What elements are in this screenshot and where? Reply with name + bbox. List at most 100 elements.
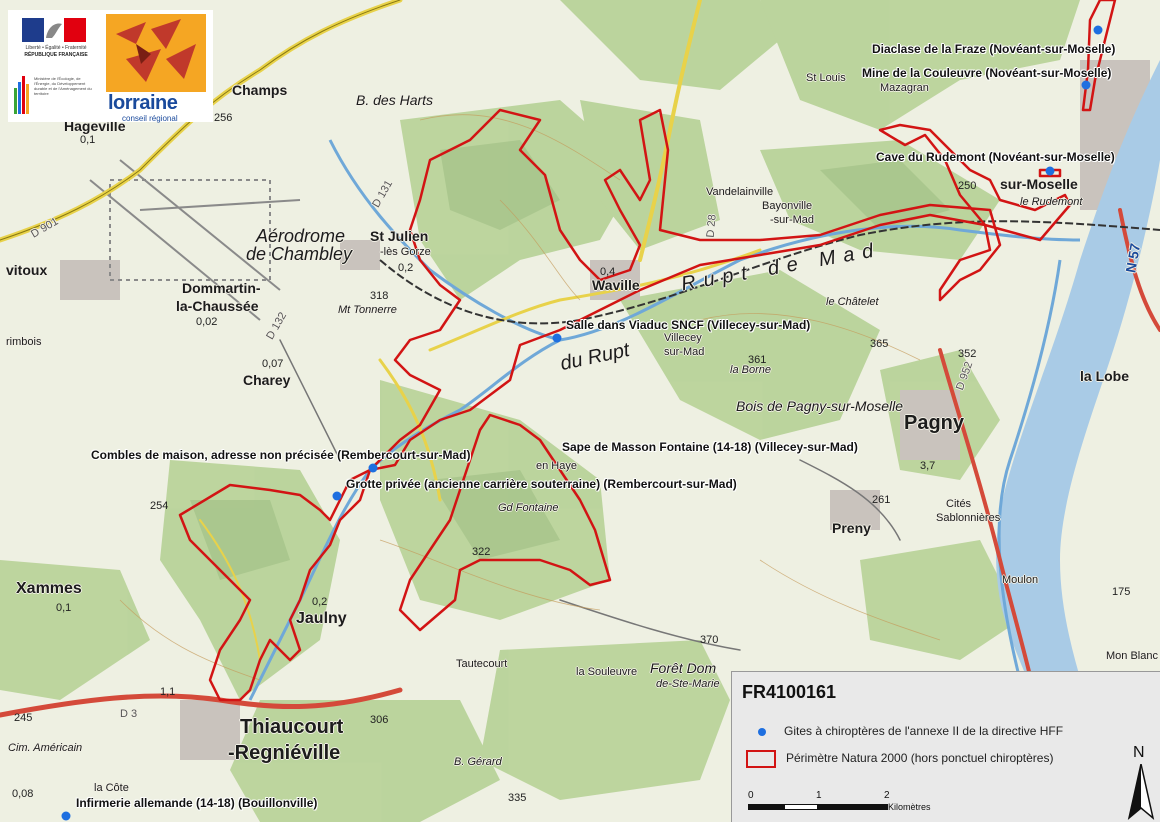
town-preny: Preny	[832, 520, 871, 536]
rf-motto: Liberté • Égalité • Fraternité	[25, 45, 87, 51]
legend-title: FR4100161	[742, 682, 837, 702]
site-label-grotte-privee: Grotte privée (ancienne carrière souterr…	[346, 477, 737, 491]
town-waville: Waville	[592, 277, 640, 293]
site-label-salle-viaduc: Salle dans Viaduc SNCF (Villecey-sur-Mad…	[566, 318, 811, 332]
town-st-julien: St Julien	[370, 228, 429, 244]
scale-segment	[818, 804, 888, 810]
town-villecey: Villecey	[664, 332, 702, 344]
lorraine-emblem-icon	[106, 14, 206, 92]
ministere-logo: Ministère de l'Écologie, de l'Énergie, d…	[14, 72, 94, 118]
spot-number: 256	[214, 112, 233, 124]
town-sur-moselle: sur-Moselle	[1000, 176, 1078, 192]
road-label: D 3	[120, 708, 138, 720]
spot-number: 0,4	[600, 266, 616, 278]
spot-number: 335	[508, 792, 527, 804]
town-la-souleuvre: la Souleuvre	[576, 666, 638, 678]
label-foret-dom: Forêt Dom	[650, 660, 717, 676]
label-en-haye: en Haye	[536, 460, 577, 472]
town-thiaucourt: Thiaucourt	[240, 716, 344, 738]
label-cim-americain: Cim. Américain	[8, 742, 83, 754]
ministere-text: Ministère de l'Écologie, de l'Énergie, d…	[34, 76, 92, 96]
spot-number: 245	[14, 712, 33, 724]
ministere-bars-icon	[14, 76, 29, 114]
site-label-sape-masson: Sape de Masson Fontaine (14-18) (Villece…	[562, 440, 858, 454]
spot-number: 352	[958, 348, 977, 360]
town-cites: Cités	[946, 498, 972, 510]
town-champs: Champs	[232, 82, 288, 98]
site-marker[interactable]	[1045, 166, 1055, 176]
town-la-chaussee: la-Chaussée	[176, 298, 259, 314]
site-marker[interactable]	[1081, 80, 1091, 90]
town-vitoux: vitoux	[6, 262, 48, 278]
site-marker[interactable]	[552, 333, 562, 343]
town-jaulny: Jaulny	[296, 610, 347, 627]
town-bayonville: Bayonville	[762, 200, 813, 212]
label-b-gerard: B. Gérard	[454, 756, 502, 768]
town-dommartin: Dommartin-	[182, 280, 261, 296]
town-regnieville: -Regniéville	[228, 742, 341, 764]
town-la-lobe: la Lobe	[1080, 368, 1130, 384]
scale-unit: Kilomètres	[888, 802, 931, 812]
label-mt-tonnerre: Mt Tonnerre	[338, 304, 397, 316]
site-label-infirmerie: Infirmerie allemande (14-18) (Bouillonvi…	[76, 796, 318, 810]
site-label-mine-couleuvre: Mine de la Couleuvre (Novéant-sur-Mosell…	[862, 66, 1112, 80]
site-marker[interactable]	[368, 463, 378, 473]
site-marker[interactable]	[332, 491, 342, 501]
scale-segment	[748, 804, 784, 810]
legend-item-perimeter: Périmètre Natura 2000 (hors ponctuel chi…	[746, 750, 1053, 768]
spot-number: 365	[870, 338, 889, 350]
scale-segment	[784, 804, 818, 810]
spot-number: 0,08	[12, 788, 34, 800]
legend-dot-icon	[758, 727, 766, 736]
spot-number: 361	[748, 354, 767, 366]
label-le-rudemont: le Rudemont	[1020, 196, 1083, 208]
spot-number: 322	[472, 546, 491, 558]
road-label: D 28	[704, 213, 719, 239]
scale-bar: 0 1 2 Kilomètres	[748, 790, 948, 820]
town-de-chambley: de Chambley	[246, 244, 353, 264]
spot-number: 0,1	[56, 602, 72, 614]
town-bayonville-sur-mad: -sur-Mad	[770, 214, 815, 226]
label-de-ste-marie: de-Ste-Marie	[656, 678, 720, 690]
north-arrow-icon	[1127, 764, 1155, 820]
legend-item-sites: Gites à chiroptères de l'annexe II de la…	[746, 724, 1063, 738]
spot-number: 318	[370, 290, 389, 302]
label-chatelet: le Châtelet	[826, 296, 879, 308]
natura-perimeter	[178, 0, 1117, 702]
spot-number: 175	[1112, 586, 1131, 598]
north-label: N	[1133, 744, 1145, 761]
town-sablonnieres: Sablonnières	[936, 512, 1001, 524]
town-moulon: Moulon	[1002, 574, 1039, 586]
spot-number: 306	[370, 714, 389, 726]
scale-tick: 2	[884, 790, 890, 801]
site-label-cave-rudemont: Cave du Rudemont (Novéant-sur-Moselle)	[876, 150, 1115, 164]
spot-number: 250	[958, 180, 977, 192]
site-marker[interactable]	[1093, 25, 1103, 35]
spot-number: 0,2	[312, 596, 328, 608]
spot-number: 0,2	[398, 262, 414, 274]
lorraine-sub: conseil régional	[122, 114, 178, 123]
site-label-diaclase-fraze: Diaclase de la Fraze (Novéant-sur-Mosell…	[872, 42, 1116, 56]
town-st-louis: St Louis	[806, 72, 846, 84]
rf-name: RÉPUBLIQUE FRANÇAISE	[24, 52, 88, 58]
spot-number: 254	[150, 500, 169, 512]
spot-number: 370	[700, 634, 719, 646]
label-la-cote: la Côte	[94, 782, 129, 794]
scale-tick: 1	[816, 790, 822, 801]
town-les-gorze: -lès Gorze	[380, 246, 431, 258]
site-marker[interactable]	[61, 811, 71, 821]
label-gd-fontaine: Gd Fontaine	[498, 502, 559, 514]
town-villecey-sur-mad: sur-Mad	[664, 346, 705, 358]
town-rimbois: rimbois	[6, 336, 42, 348]
north-arrow: N	[1127, 744, 1155, 822]
spot-number: 3,7	[920, 460, 936, 472]
town-xammes: Xammes	[16, 580, 82, 597]
spot-number: 0,02	[196, 316, 218, 328]
town-vandelainville: Vandelainville	[706, 186, 774, 198]
town-aerodrome: Aérodrome	[256, 226, 346, 246]
town-mazagran: Mazagran	[880, 82, 929, 94]
spot-number: 0,07	[262, 358, 284, 370]
scale-tick: 0	[748, 790, 754, 801]
